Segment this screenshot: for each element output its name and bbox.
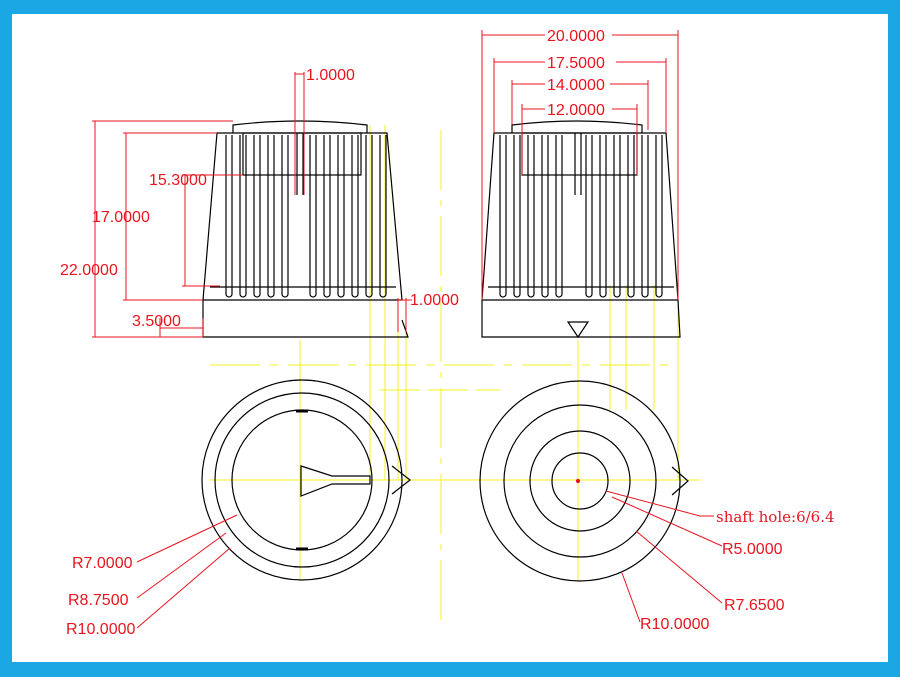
dim-cap-dia: 14.0000: [547, 77, 605, 94]
radius-r5: R5.0000: [722, 541, 783, 558]
side-view-left-dimensions: [92, 72, 412, 338]
knurl-ribs-left: [225, 135, 387, 298]
side-view-right-labels: 20.0000 17.5000 14.0000 12.0000: [547, 28, 605, 119]
dim-base-offset: 3.5000: [132, 313, 181, 330]
radius-r7: R7.0000: [72, 555, 133, 572]
side-view-right-dimensions: [481, 30, 679, 300]
dim-outer-dia: 20.0000: [547, 28, 605, 45]
top-view-left: [201, 379, 411, 581]
centerlines: [210, 125, 700, 620]
radius-r8-75: R8.7500: [68, 592, 129, 609]
pointer-triangle: [566, 321, 590, 339]
knurl-ribs-right: [499, 135, 663, 298]
side-view-left: [202, 120, 409, 338]
side-view-right: [481, 120, 681, 339]
top-view-right-labels: shaft hole:6/6.4 R5.0000 R7.6500 R10.000…: [640, 508, 835, 633]
dim-inner-dia: 12.0000: [547, 102, 605, 119]
side-view-left-labels: 1.0000 15.3000 17.0000 22.0000 3.5000 1.…: [60, 67, 459, 330]
top-view-right: [479, 380, 689, 582]
shaft-hole-note: shaft hole:6/6.4: [716, 508, 835, 526]
pointer-arrow: [300, 465, 371, 497]
radius-r7-65: R7.6500: [724, 597, 785, 614]
dim-inner-height: 15.3000: [149, 172, 207, 189]
dim-pointer-width: 1.0000: [410, 292, 459, 309]
cad-drawing: 1.0000 15.3000 17.0000 22.0000 3.5000 1.…: [60, 28, 835, 638]
dim-top-pin: 1.0000: [306, 67, 355, 84]
radius-r10: R10.0000: [66, 621, 135, 638]
top-view-left-labels: R7.0000 R8.7500 R10.0000: [66, 555, 135, 638]
dim-knurl-dia: 17.5000: [547, 55, 605, 72]
drawing-frame: 1.0000 15.3000 17.0000 22.0000 3.5000 1.…: [12, 14, 888, 662]
top-view-left-leaders: [136, 514, 238, 629]
dim-total-height: 22.0000: [60, 262, 118, 279]
dim-knurl-height: 17.0000: [92, 209, 150, 226]
top-view-right-leaders: [605, 490, 723, 623]
radius-r10-right: R10.0000: [640, 616, 709, 633]
